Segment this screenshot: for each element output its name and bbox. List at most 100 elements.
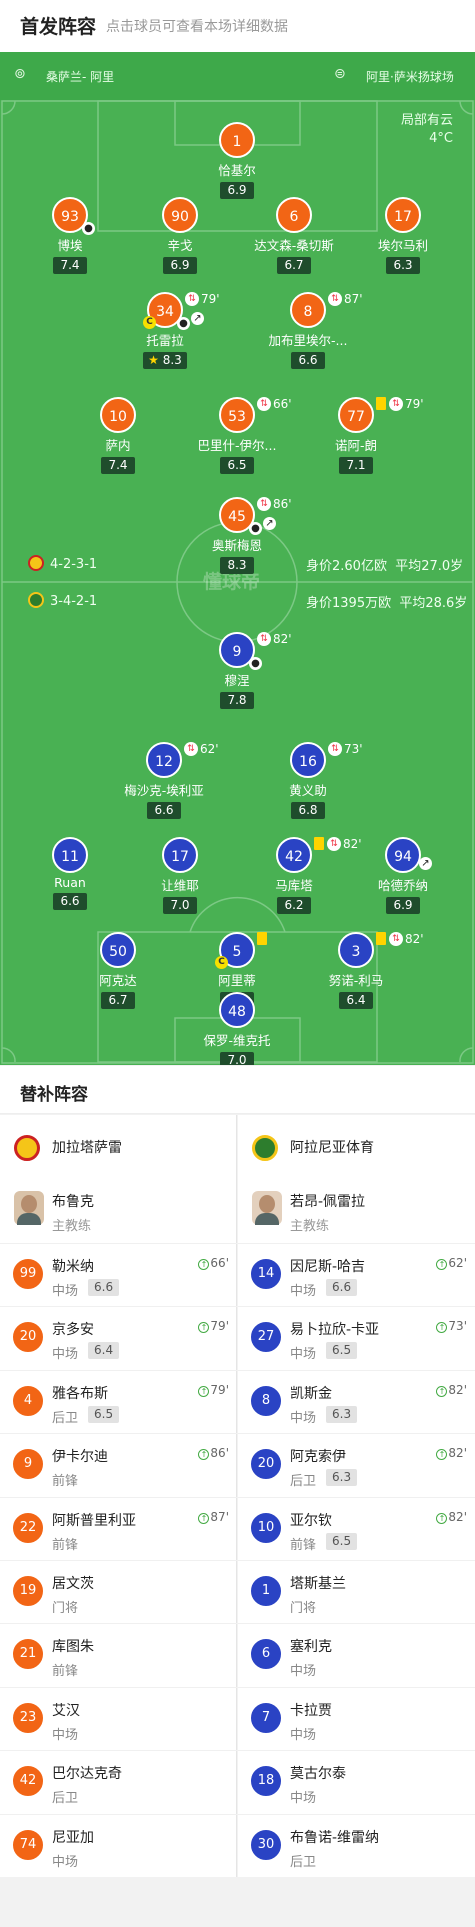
home-coach[interactable]: 布鲁克 主教练 <box>0 1179 237 1243</box>
player-name: 梅沙克-埃利亚 <box>124 783 204 798</box>
sub-in-minute: ↑82' <box>436 1510 467 1524</box>
player-number: 3 <box>338 932 374 968</box>
yellow-card-icon <box>376 932 386 945</box>
player-number: 8 <box>290 292 326 328</box>
sub-rating: 6.3 <box>326 1469 358 1487</box>
player-name: 诺阿-朗 <box>334 438 377 453</box>
sub-in-minute-value: 87' <box>210 1509 229 1524</box>
substitution-icon: ⇅ <box>328 292 342 306</box>
sub-minute: 79' <box>405 397 424 411</box>
sub-minute: 86' <box>273 497 292 511</box>
coach-role: 主教练 <box>52 1219 92 1234</box>
sub-number: 99 <box>12 1258 44 1290</box>
sub-number: 74 <box>12 1828 44 1861</box>
player-rating-value: 8.3 <box>162 353 182 367</box>
sub-position: 中场 <box>290 1410 317 1426</box>
player-number: 1 <box>219 122 255 158</box>
sub-position: 中场 <box>52 1347 79 1363</box>
sub-rating: 6.5 <box>326 1532 358 1550</box>
captain-badge-icon: C <box>215 956 228 969</box>
player-name: 辛戈 <box>167 238 193 253</box>
player-rating: 6.9 <box>386 897 420 914</box>
player-number: 17 <box>385 197 421 233</box>
player-rating: 6.7 <box>277 257 311 274</box>
star-icon: ★ <box>148 353 163 367</box>
away-team-logo-icon <box>252 1135 278 1161</box>
player-rating-value: 7.4 <box>108 458 128 472</box>
sub-name: 莫古尔泰 <box>290 1766 346 1783</box>
player-number: 48 <box>219 992 255 1028</box>
sub-in-minute: ↑62' <box>436 1256 467 1270</box>
sub-in-minute-value: 66' <box>210 1256 229 1270</box>
sub-position: 中场 <box>52 1284 79 1299</box>
sub-in-icon: ↑ <box>436 1385 448 1397</box>
sub-in-minute-value: 86' <box>210 1446 229 1461</box>
player-rating: 6.7 <box>101 992 135 1009</box>
player-name: 托雷拉 <box>146 333 184 348</box>
yellow-card-icon <box>314 837 324 850</box>
sub-minute: 82' <box>273 632 292 646</box>
home-team-name: 加拉塔萨雷 <box>52 1140 122 1156</box>
substitution-icon: ⇅ <box>184 742 198 756</box>
player-name: 阿克达 <box>99 973 137 988</box>
watermark: 懂球帝 <box>203 571 261 593</box>
coach-name: 若昂-佩雷拉 <box>290 1194 366 1210</box>
sub-number: 9 <box>12 1448 44 1481</box>
player-rating-value: 6.6 <box>154 803 174 817</box>
player-rating-value: 8.3 <box>227 558 247 572</box>
sub-minute: 87' <box>344 292 363 306</box>
player-number: 6 <box>276 197 312 233</box>
sub-in-minute: ↑87' <box>198 1510 229 1524</box>
sub-in-minute-value: 73' <box>448 1319 467 1334</box>
player-name: 穆涅 <box>224 673 250 688</box>
sub-rating: 6.4 <box>88 1342 120 1360</box>
away-coach[interactable]: 若昂-佩雷拉 主教练 <box>238 1179 475 1243</box>
substitution-icon: ⇅ <box>185 292 199 306</box>
sub-in-icon: ↑ <box>436 1322 448 1334</box>
sub-in-icon: ↑ <box>436 1449 448 1461</box>
goal-ball-icon: ● <box>177 317 190 330</box>
